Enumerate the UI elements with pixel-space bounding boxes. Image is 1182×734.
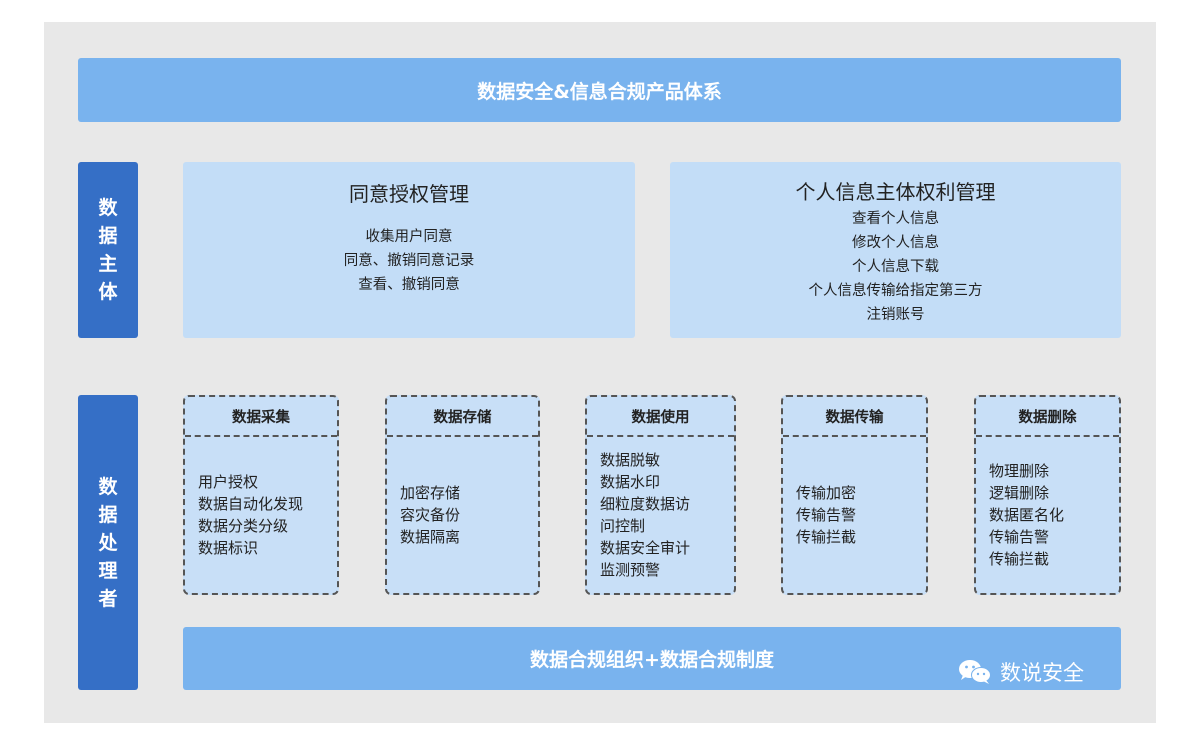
consent-panel-title: 同意授权管理 [349,182,469,206]
compliance-footer-bar: 数据合规组织+数据合规制度 [183,627,1121,690]
data-processor-label: 数 据 处 理 者 [78,395,138,690]
rights-line: 个人信息传输给指定第三方 [808,283,983,299]
data-collection-title: 数据采集 [185,397,337,437]
collection-item: 数据自动化发现 [198,495,304,513]
usage-item: 数据水印 [600,473,661,491]
consent-line: 查看、撤销同意 [358,277,460,293]
transmission-item: 传输告警 [796,506,857,524]
deletion-item: 传输拦截 [989,550,1050,568]
diagram-title: 数据安全&信息合规产品体系 [78,58,1121,122]
storage-item: 加密存储 [400,484,461,502]
watermark: 数说安全 [958,654,1084,690]
consent-line: 收集用户同意 [365,229,453,245]
rights-line: 查看个人信息 [852,211,939,227]
consent-panel-lines: 收集用户同意 同意、撤销同意记录 查看、撤销同意 [183,225,635,297]
data-subject-label: 数 据 主 体 [78,162,138,338]
transmission-item: 传输拦截 [796,528,857,546]
deletion-item: 传输告警 [989,528,1050,546]
usage-item: 监测预警 [600,561,661,579]
data-subject-char: 数 [98,197,118,219]
rights-line: 修改个人信息 [852,235,939,251]
storage-item: 容灾备份 [400,506,461,524]
data-subject-char: 主 [98,253,118,275]
data-processor-char: 据 [98,503,118,526]
collection-item: 用户授权 [198,473,259,491]
data-deletion-items: 物理删除 逻辑删除 数据匿名化 传输告警 传输拦截 [976,437,1119,593]
rights-line: 个人信息下载 [852,259,939,275]
diagram-background [44,22,1156,723]
usage-item: 数据脱敏 [600,451,661,469]
data-storage-box: 数据存储 加密存储 容灾备份 数据隔离 [385,395,540,595]
transmission-item: 传输加密 [796,484,857,502]
usage-item: 数据安全审计 [600,539,691,557]
consent-management-panel: 同意授权管理 收集用户同意 同意、撤销同意记录 查看、撤销同意 [183,162,635,338]
data-usage-items: 数据脱敏 数据水印 细粒度数据访 问控制 数据安全审计 监测预警 [587,437,734,593]
data-processor-char: 理 [98,559,118,582]
consent-line: 同意、撤销同意记录 [343,253,475,269]
data-transmission-items: 传输加密 传输告警 传输拦截 [783,437,926,593]
storage-item: 数据隔离 [400,528,461,546]
data-storage-title: 数据存储 [387,397,538,437]
data-deletion-box: 数据删除 物理删除 逻辑删除 数据匿名化 传输告警 传输拦截 [974,395,1121,595]
collection-item: 数据标识 [198,539,259,557]
data-collection-box: 数据采集 用户授权 数据自动化发现 数据分类分级 数据标识 [183,395,339,595]
data-storage-items: 加密存储 容灾备份 数据隔离 [387,437,538,593]
deletion-item: 逻辑删除 [989,484,1050,502]
data-processor-char: 处 [98,531,118,554]
rights-panel-lines: 查看个人信息 修改个人信息 个人信息下载 个人信息传输给指定第三方 注销账号 [670,207,1121,327]
data-usage-box: 数据使用 数据脱敏 数据水印 细粒度数据访 问控制 数据安全审计 监测预警 [585,395,736,595]
data-transmission-title: 数据传输 [783,397,926,437]
data-collection-items: 用户授权 数据自动化发现 数据分类分级 数据标识 [185,437,337,593]
data-subject-char: 据 [98,225,118,247]
usage-item: 问控制 [600,517,646,535]
rights-management-panel: 个人信息主体权利管理 查看个人信息 修改个人信息 个人信息下载 个人信息传输给指… [670,162,1121,338]
usage-item: 细粒度数据访 [600,495,691,513]
data-deletion-title: 数据删除 [976,397,1119,437]
data-transmission-box: 数据传输 传输加密 传输告警 传输拦截 [781,395,928,595]
rights-panel-title: 个人信息主体权利管理 [795,180,996,204]
deletion-item: 物理删除 [989,462,1050,480]
data-usage-title: 数据使用 [587,397,734,437]
deletion-item: 数据匿名化 [989,506,1065,524]
data-processor-char: 者 [98,587,118,610]
rights-line: 注销账号 [866,307,925,323]
watermark-text: 数说安全 [1000,661,1084,685]
data-subject-char: 体 [98,281,118,303]
wechat-icon [959,660,991,684]
collection-item: 数据分类分级 [198,517,289,535]
data-processor-char: 数 [98,475,118,498]
